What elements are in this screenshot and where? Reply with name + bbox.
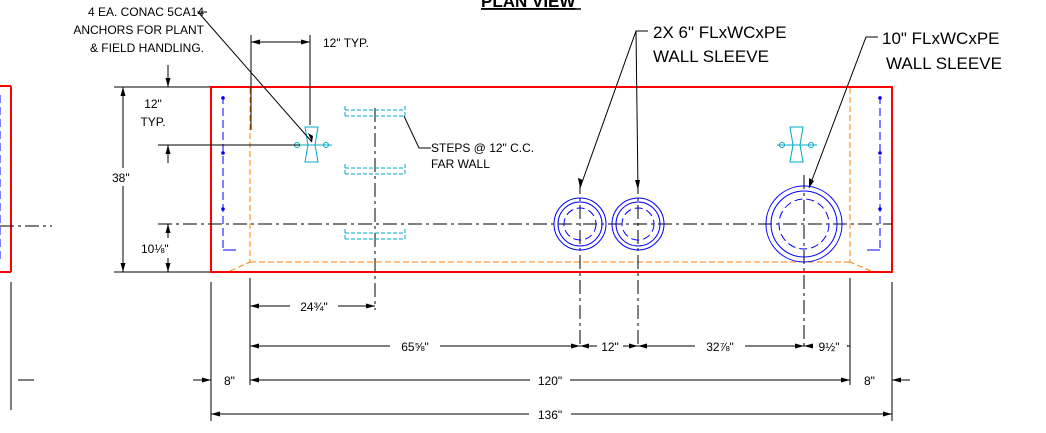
leader-lines — [196, 11, 878, 191]
typ-spacing-label: 12" TYP. — [323, 36, 369, 50]
steps-offset-label: 24¾" — [300, 300, 328, 314]
sleeve-6in-note-line1: 2X 6" FLxWCxPE — [653, 23, 787, 42]
top-typ-label-line1: 12" — [144, 97, 162, 111]
leader-arrow — [308, 133, 313, 142]
wall-sleeve-10in — [765, 185, 843, 263]
steps — [344, 106, 406, 240]
anchor-right — [777, 126, 817, 163]
structure-outline — [210, 86, 893, 273]
sleeve-10in-note-line1: 10" FLxWCxPE — [882, 29, 1000, 48]
step-rung — [344, 229, 406, 240]
dim-typ-spacing — [250, 35, 311, 130]
sleeve10-offset-label: 32⅞" — [706, 340, 734, 354]
top-typ-label-line2: TYP. — [140, 115, 165, 129]
anchors-note-line2: ANCHORS FOR PLANT — [73, 23, 204, 37]
inner-wall-outline — [229, 88, 872, 272]
sleeve-10in-note-line2: WALL SLEEVE — [886, 54, 1002, 73]
wall-sleeve-6in-1 — [553, 197, 607, 251]
leader-arrow — [578, 178, 583, 188]
label-bg — [597, 337, 623, 355]
steps-note-line2: FAR WALL — [431, 157, 490, 171]
anchors-note-line3: & FIELD HANDLING. — [90, 41, 204, 55]
leader-arrow — [809, 178, 814, 188]
sleeve-offset-label: 65⅝" — [401, 340, 429, 354]
sleeve-6in-note-line2: WALL SLEEVE — [653, 47, 769, 66]
wall-sleeve-6in-2 — [611, 197, 665, 251]
wall-right-label: 8" — [864, 374, 875, 388]
label-bg — [290, 297, 338, 315]
label-bg — [530, 371, 570, 389]
inner-length-label: 120" — [538, 374, 562, 388]
adjacent-view-fragment — [0, 85, 52, 410]
label-bg — [108, 168, 136, 186]
leader-arrow — [635, 180, 640, 190]
height-label: 38" — [112, 171, 130, 185]
dim-extension-lines — [210, 278, 893, 421]
dim-vertical — [114, 65, 300, 273]
view-title: PLAN VIEW — [481, 0, 576, 11]
label-bg — [140, 238, 176, 258]
sleeve-spacing-label: 12" — [601, 340, 619, 354]
sleeve10-end-label: 9½" — [819, 340, 840, 354]
label-bg — [529, 405, 571, 423]
wall-reinforcing — [221, 96, 882, 251]
bottom-offset-label: 10⅛" — [141, 242, 169, 256]
label-bg — [813, 337, 847, 355]
label-bg — [695, 337, 745, 355]
steps-note-line1: STEPS @ 12" C.C. — [431, 141, 534, 155]
overall-length-label: 136" — [538, 408, 562, 422]
step-rung — [344, 106, 406, 117]
step-rung — [344, 164, 406, 175]
anchors-note-line1: 4 EA. CONAC 5CA14 — [88, 5, 204, 19]
wall-left-label: 8" — [224, 374, 235, 388]
dim-row-sleeves — [250, 343, 850, 349]
label-bg — [390, 337, 440, 355]
